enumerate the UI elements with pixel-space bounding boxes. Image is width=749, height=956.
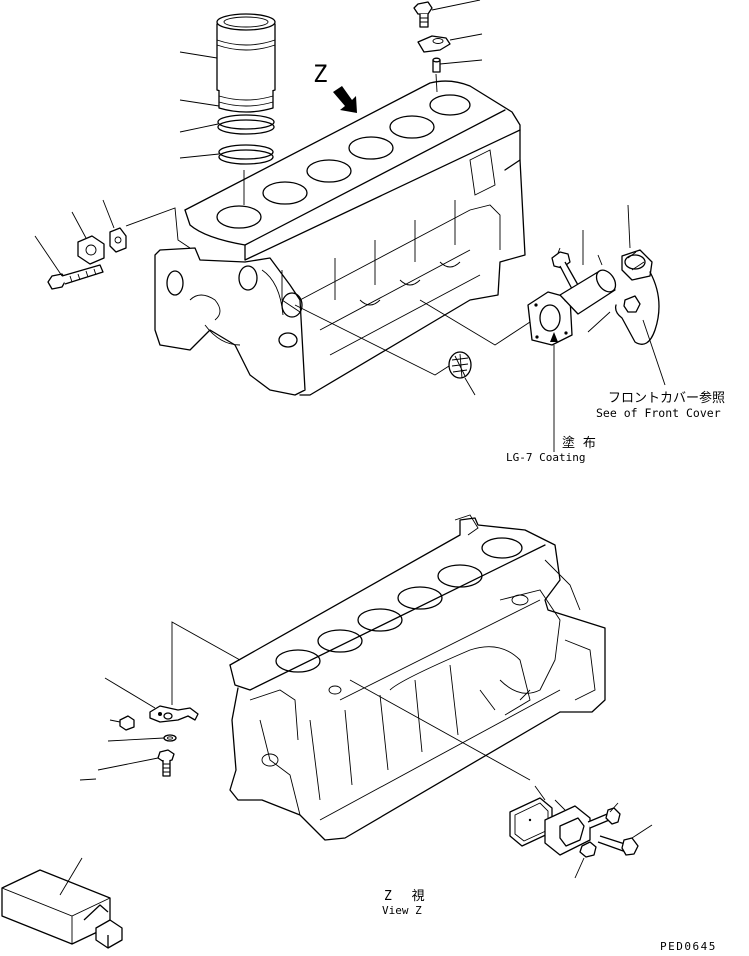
bottom-nut [579,841,597,858]
view-marker-z: Z [313,60,328,88]
note-front-cover-en: See of Front Cover [596,406,721,420]
note-coating-jp: 塗 布 [562,436,596,451]
installer-tool [1,857,123,949]
front-bolt [47,264,104,290]
bracket-bolt [157,749,175,777]
small-nut [119,715,135,731]
caption-view-z-en: View Z [382,904,422,917]
cylinder-liner [216,13,276,113]
liner-o-ring [218,144,274,160]
bottom-cover [544,805,591,856]
cylinder-block-top [154,80,526,396]
expansion-plug [294,304,476,396]
view-z-arrow [333,86,357,113]
front-gasket [109,227,127,253]
cylinder-block-view-z [229,514,606,841]
drawing-number: PED0645 [660,940,717,953]
bottom-bolt-b [597,835,639,856]
washer [163,734,177,742]
nut [623,295,641,313]
note-coating-en: LG-7 Coating [506,451,586,464]
liner-ring-upper [217,114,275,130]
leader-line-view-z [349,679,531,781]
leader-lines-top-right [431,0,483,93]
bottom-bolt-a [587,807,621,829]
leader-lines-bracket [79,677,165,781]
bracket-assembly [149,705,199,723]
front-plate [77,235,105,265]
leader-lines-front [34,199,191,277]
connector-pipe [559,269,617,315]
leader-lines-right [419,204,666,452]
leader-line-bracket [171,621,241,705]
top-tab-washer [417,35,451,53]
note-front-cover-jp: フロントカバー参照 [608,391,726,406]
caption-view-z-jp: Z 視 [384,889,425,904]
cover-bolt [551,251,579,290]
cover-plate [527,291,573,346]
sensor-wire [614,271,660,345]
leader-lines-bottom-right [534,785,653,879]
sensor-cap [621,249,653,281]
top-bolt [413,1,433,28]
leader-lines-liner [179,51,220,159]
